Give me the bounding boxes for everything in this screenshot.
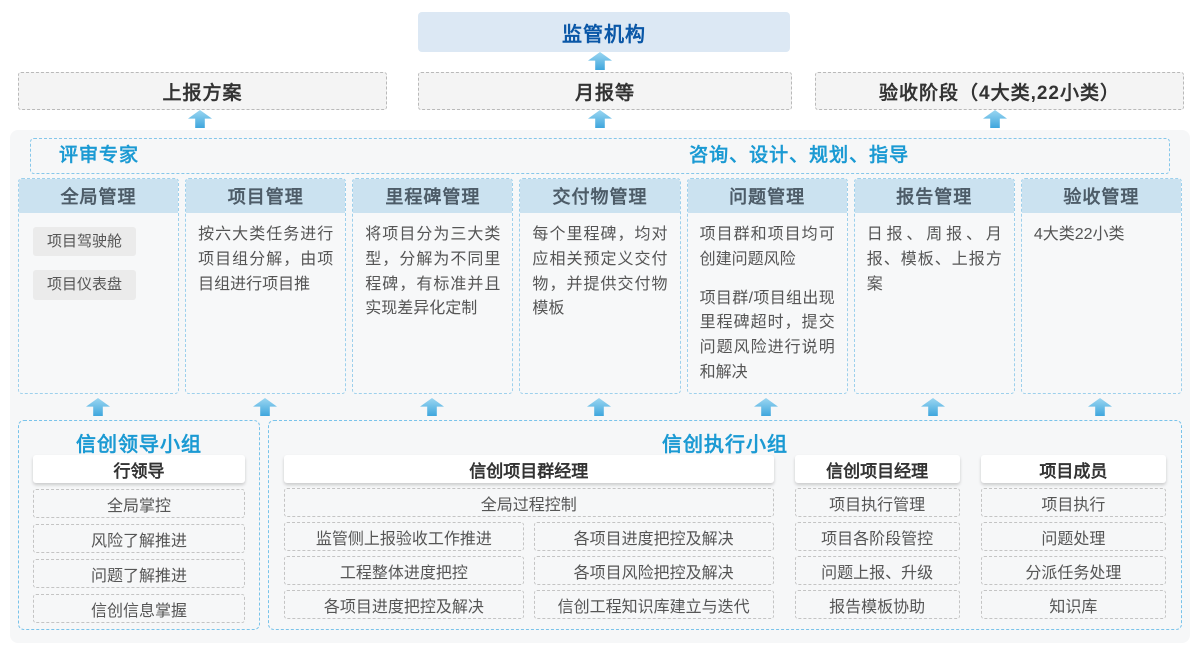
module-title: 全局管理: [19, 179, 179, 213]
duty-item: 问题处理: [980, 522, 1166, 551]
module-body: 项目群和项目均可创建问题风险 项目群/项目组出现里程碑超时，提交问题风险进行说明…: [688, 213, 847, 393]
module-description: 每个里程碑，均对应相关预定义交付物，并提供交付物模板: [532, 226, 668, 318]
module-description: 日报、周报、月报、模板、上报方案: [866, 226, 1002, 293]
up-arrow-icon: [921, 398, 945, 416]
duty-item: 风险了解推进: [33, 524, 245, 553]
module-card-deliverable: 交付物管理 每个里程碑，均对应相关预定义交付物，并提供交付物模板: [519, 178, 681, 394]
up-arrow-icon: [188, 110, 212, 128]
up-arrow-icon: [86, 398, 110, 416]
duty-item: 监管侧上报验收工作推进: [284, 522, 524, 551]
leadership-group: 信创领导小组 行领导 全局掌控 风险了解推进 问题了解推进 信创信息掌握: [18, 420, 260, 630]
execution-group-title: 信创执行小组: [662, 434, 788, 456]
output-box-monthly-report: 月报等: [418, 72, 792, 110]
duty-item: 问题了解推进: [33, 559, 245, 588]
module-card-global: 全局管理 项目驾驶舱 项目仪表盘: [18, 178, 180, 394]
up-arrow-icon: [588, 52, 612, 70]
module-body: 将项目分为三大类型，分解为不同里程碑，有标准并且实现差异化定制: [353, 213, 512, 346]
up-arrow-icon: [587, 398, 611, 416]
module-title: 项目管理: [186, 179, 346, 213]
output-box-acceptance-stage: 验收阶段（4大类,22小类）: [815, 72, 1184, 110]
module-title: 问题管理: [687, 179, 847, 213]
up-arrow-icon: [983, 110, 1007, 128]
output-label: 月报等: [574, 82, 635, 104]
regulator-box: 监管机构: [418, 12, 790, 52]
duty-item: 全局掌控: [33, 489, 245, 518]
module-description: 按六大类任务进行项目组分解，由项目组进行项目推: [198, 226, 334, 293]
module-title: 交付物管理: [520, 179, 680, 213]
duty-item: 报告模板协助: [794, 590, 960, 619]
module-body: 项目驾驶舱 项目仪表盘: [19, 213, 178, 324]
up-arrow-icon: [754, 398, 778, 416]
role-program-manager-title: 信创项目群经理: [284, 455, 774, 483]
up-arrow-icon: [588, 110, 612, 128]
duty-item: 知识库: [980, 590, 1166, 619]
role-bank-leader: 行领导: [33, 455, 245, 483]
up-arrow-icon: [253, 398, 277, 416]
up-arrow-icon: [420, 398, 444, 416]
duty-item: 信创信息掌握: [33, 594, 245, 623]
output-box-report-plan: 上报方案: [18, 72, 387, 110]
module-card-report: 报告管理 日报、周报、月报、模板、上报方案: [853, 178, 1015, 394]
leadership-group-title: 信创领导小组: [76, 434, 202, 456]
output-label: 验收阶段（4大类,22小类）: [879, 82, 1120, 104]
role-project-member-title: 项目成员: [980, 455, 1166, 483]
up-arrow-icon: [1088, 398, 1112, 416]
regulator-label: 监管机构: [562, 23, 646, 46]
advisors-bar: 评审专家 咨询、设计、规划、指导: [30, 138, 1170, 174]
module-description: 项目群/项目组出现里程碑超时，提交问题风险进行说明和解决: [699, 289, 835, 381]
role-program-manager: 信创项目群经理 全局过程控制 监管侧上报验收工作推进 各项目进度把控及解决 工程…: [284, 452, 774, 619]
execution-group: 信创执行小组 信创项目群经理 全局过程控制 监管侧上报验收工作推进 各项目进度把…: [268, 420, 1182, 630]
advisors-experts-label: 评审专家: [59, 145, 140, 166]
module-title: 验收管理: [1021, 179, 1181, 213]
output-label: 上报方案: [162, 82, 243, 104]
role-project-member: 项目成员 项目执行 问题处理 分派任务处理 知识库: [980, 452, 1166, 619]
role-project-manager-title: 信创项目经理: [794, 455, 960, 483]
duty-item: 项目执行管理: [794, 488, 960, 517]
duty-item: 项目各阶段管控: [794, 522, 960, 551]
module-body: 日报、周报、月报、模板、上报方案: [855, 213, 1014, 321]
module-columns: 全局管理 项目驾驶舱 项目仪表盘 项目管理 按六大类任务进行项目组分解，由项目组…: [10, 178, 1190, 394]
module-description: 4大类22小类: [1033, 226, 1125, 243]
module-body: 每个里程碑，均对应相关预定义交付物，并提供交付物模板: [520, 213, 679, 346]
module-description: 将项目分为三大类型，分解为不同里程碑，有标准并且实现差异化定制: [365, 226, 501, 318]
duty-item: 工程整体进度把控: [284, 556, 524, 585]
module-card-milestone: 里程碑管理 将项目分为三大类型，分解为不同里程碑，有标准并且实现差异化定制: [352, 178, 514, 394]
feature-chip: 项目驾驶舱: [33, 227, 137, 257]
module-card-acceptance: 验收管理 4大类22小类: [1020, 178, 1182, 394]
duty-item: 信创工程知识库建立与迭代: [533, 590, 774, 619]
duty-item: 各项目进度把控及解决: [533, 522, 774, 551]
execution-roles-row: 信创项目群经理 全局过程控制 监管侧上报验收工作推进 各项目进度把控及解决 工程…: [284, 452, 1166, 619]
program-manager-duties: 全局过程控制 监管侧上报验收工作推进 各项目进度把控及解决 工程整体进度把控 各…: [284, 483, 774, 619]
platform-panel: 评审专家 咨询、设计、规划、指导 全局管理 项目驾驶舱 项目仪表盘 项目管理 按…: [10, 130, 1190, 643]
duty-item: 各项目进度把控及解决: [284, 590, 524, 619]
module-body: 4大类22小类: [1022, 213, 1181, 272]
duty-item: 全局过程控制: [284, 488, 774, 517]
advisors-consulting-label: 咨询、设计、规划、指导: [689, 145, 910, 166]
duty-item: 问题上报、升级: [794, 556, 960, 585]
duty-item: 各项目风险把控及解决: [533, 556, 774, 585]
role-project-manager: 信创项目经理 项目执行管理 项目各阶段管控 问题上报、升级 报告模板协助: [794, 452, 960, 619]
teams-row: 信创领导小组 行领导 全局掌控 风险了解推进 问题了解推进 信创信息掌握 信创执…: [10, 420, 1190, 630]
module-body: 按六大类任务进行项目组分解，由项目组进行项目推: [186, 213, 345, 321]
duty-item: 项目执行: [980, 488, 1166, 517]
module-title: 里程碑管理: [353, 179, 513, 213]
module-title: 报告管理: [854, 179, 1014, 213]
module-description: 项目群和项目均可创建问题风险: [699, 226, 835, 268]
feature-chip: 项目仪表盘: [33, 270, 137, 300]
module-card-project: 项目管理 按六大类任务进行项目组分解，由项目组进行项目推: [185, 178, 347, 394]
module-card-issue: 问题管理 项目群和项目均可创建问题风险 项目群/项目组出现里程碑超时，提交问题风…: [686, 178, 848, 394]
duty-item: 分派任务处理: [980, 556, 1166, 585]
